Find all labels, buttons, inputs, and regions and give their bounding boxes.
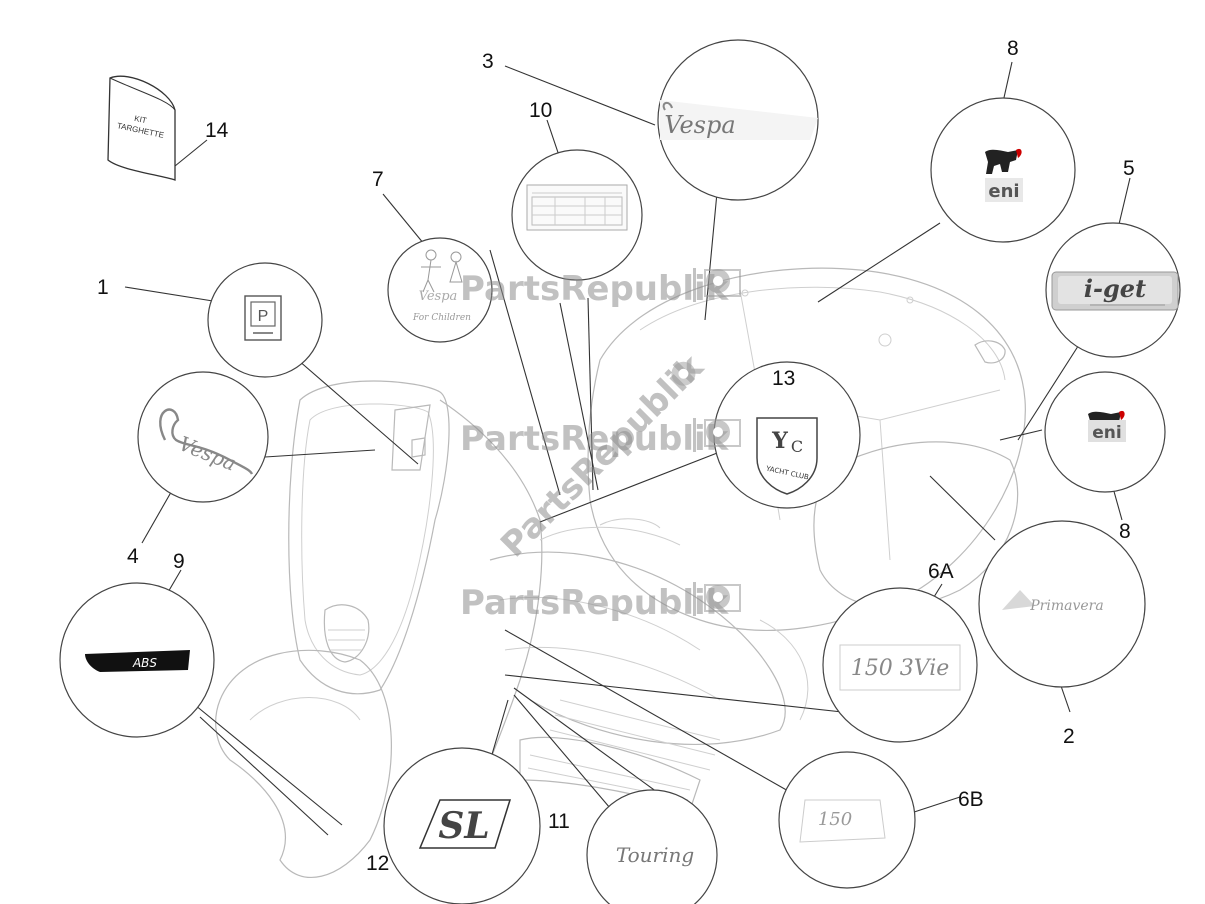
- iget-label: i-get: [1084, 274, 1146, 303]
- gear-icon: [671, 361, 696, 386]
- svg-text:Vespa: Vespa: [419, 289, 458, 304]
- callout-6a: 6A: [928, 560, 954, 583]
- callout-11: 11: [548, 810, 570, 833]
- abs-label: ABS: [132, 656, 157, 670]
- v150-3vie-label: 150 3Vie: [851, 656, 950, 681]
- watermark-3: PartsRepublik: [460, 582, 741, 623]
- primavera-label: Primavera: [1029, 598, 1103, 614]
- callout-3: 3: [482, 50, 494, 73]
- watermark-text: PartsRepublik: [460, 419, 730, 459]
- kit-label: KIT: [133, 114, 147, 125]
- v150-label: 150: [818, 809, 852, 830]
- callout-numbers: 1 2 3 4 5 6A 6B 7 8 8 9 10 11 12 13 14: [97, 37, 1135, 875]
- bubble-7: Vespa For Children: [387, 237, 493, 343]
- watermark-text: PartsRepublik: [460, 269, 730, 309]
- watermark-1: PartsRepublik: [460, 268, 741, 309]
- callout-1: 1: [97, 276, 109, 299]
- callout-9: 9: [173, 550, 185, 573]
- watermark-2: PartsRepublik: [460, 418, 741, 459]
- callout-13: 13: [772, 367, 795, 390]
- svg-text:P: P: [258, 308, 269, 325]
- piaggio-logo-icon: P: [250, 301, 276, 334]
- bubble-1: P: [207, 262, 323, 378]
- kit-targhette-bag: KIT TARGHETTE: [107, 75, 176, 181]
- callout-5: 5: [1123, 157, 1135, 180]
- bubble-3: Vespa: [657, 39, 819, 201]
- callout-14: 14: [205, 119, 229, 142]
- svg-text:Vespa: Vespa: [664, 111, 735, 139]
- callout-7: 7: [372, 168, 384, 191]
- sl-label: SL: [438, 805, 489, 847]
- callout-6b: 6B: [958, 788, 984, 811]
- callout-8-side: 8: [1119, 520, 1131, 543]
- callout-10: 10: [529, 99, 552, 122]
- bubble-4: Vespa: [137, 371, 269, 503]
- bubble-8-top: eni: [930, 97, 1076, 243]
- svg-text:Y: Y: [771, 428, 788, 454]
- bubble-8-side: eni: [1044, 371, 1166, 493]
- children-figures-icon: [421, 249, 463, 293]
- bubble-13: Y C YACHT CLUB: [713, 361, 861, 509]
- flag-icon: [704, 419, 741, 447]
- bubble-9: ABS: [59, 582, 215, 738]
- yacht-club-shield-icon: Y C YACHT CLUB: [756, 417, 818, 495]
- bubble-11: Touring: [586, 789, 718, 904]
- touring-label: Touring: [616, 843, 694, 867]
- callout-8-top: 8: [1007, 37, 1019, 60]
- callout-2: 2: [1063, 725, 1075, 748]
- gear-icon: [706, 585, 730, 609]
- flag-icon: [704, 584, 741, 612]
- eni-dog-icon: [985, 148, 1022, 174]
- gear-icon: [706, 420, 730, 444]
- svg-text:C: C: [791, 437, 803, 456]
- for-children-label: For Children: [412, 313, 471, 323]
- bubble-5: i-get: [1045, 222, 1181, 358]
- bubble-12: SL: [383, 747, 541, 904]
- gear-icon: [706, 269, 730, 293]
- bubble-2: Primavera: [978, 520, 1146, 688]
- bubble-10: [511, 149, 643, 281]
- callout-4: 4: [127, 545, 139, 568]
- callout-12: 12: [366, 852, 389, 875]
- bubble-6a: 150 3Vie: [822, 587, 978, 743]
- bubble-6b: 150: [778, 751, 916, 889]
- eni-top-label: eni: [988, 181, 1019, 202]
- watermark-text: PartsRepublik: [460, 583, 730, 623]
- flag-icon: [704, 269, 741, 297]
- eni-side-label: eni: [1092, 423, 1121, 443]
